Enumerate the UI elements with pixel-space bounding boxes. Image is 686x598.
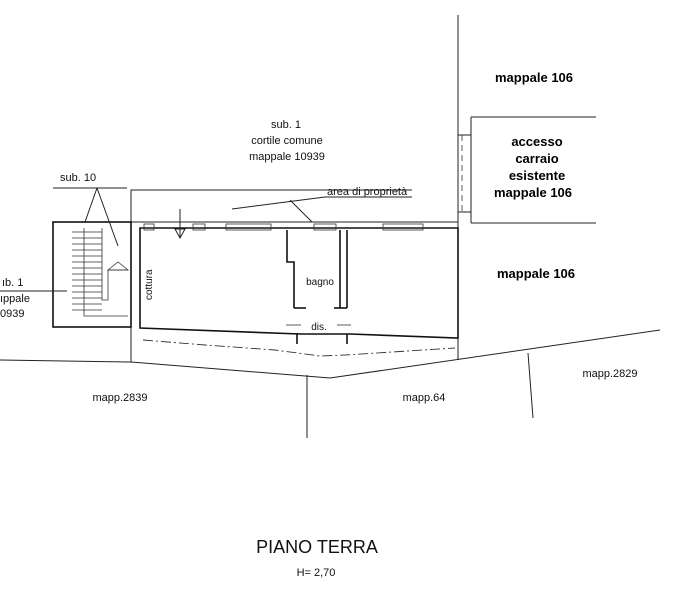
window-3 <box>382 223 424 231</box>
stair-treads <box>72 231 102 311</box>
label-accesso-2: carraio <box>515 151 558 166</box>
label-sub1-line3: mappale 10939 <box>249 151 325 163</box>
label-accesso-3: esistente <box>509 168 565 183</box>
label-dis: dis. <box>311 322 327 333</box>
label-bagno: bagno <box>306 277 334 288</box>
window-4 <box>192 223 206 231</box>
label-sub1-line1: sub. 1 <box>271 119 301 131</box>
label-cottura: cottura <box>144 269 155 300</box>
label-mappale-106-mid: mappale 106 <box>497 266 575 281</box>
label-left-cut-1: ıb. 1 <box>2 277 23 289</box>
stair-run-line <box>83 228 128 317</box>
label-left-cut-3: 0939 <box>0 308 24 320</box>
window-5 <box>143 223 155 231</box>
label-mapp-64: mapp.64 <box>403 392 446 404</box>
label-accesso-1: accesso <box>511 134 562 149</box>
house-outer-wall <box>139 227 459 339</box>
label-mapp-2839: mapp.2839 <box>92 392 147 404</box>
height-note: H= 2,70 <box>297 567 336 579</box>
label-mapp-2829: mapp.2829 <box>582 368 637 380</box>
label-mappale-106-top: mappale 106 <box>495 70 573 85</box>
stair-block <box>52 221 132 328</box>
sub10-leader-b <box>96 187 119 247</box>
label-sub10: sub. 10 <box>60 172 96 184</box>
lot-divider-2 <box>527 352 534 419</box>
bagno-wall-left <box>286 230 295 308</box>
label-area-proprieta: area di proprietà <box>327 186 408 198</box>
entry-arrow-icon <box>174 228 186 240</box>
ground-line <box>0 329 661 379</box>
drawing-title: PIANO TERRA <box>256 537 378 557</box>
window-1 <box>225 223 272 231</box>
area-proprieta-leader-1 <box>231 196 326 210</box>
stair-arrow-icon <box>106 261 130 271</box>
sub10-leader-a <box>84 187 98 223</box>
label-accesso-4: mappale 106 <box>494 185 572 200</box>
label-sub1-line2: cortile comune <box>251 135 323 147</box>
label-left-cut-2: ıppale <box>0 293 30 305</box>
window-2 <box>313 223 337 231</box>
dash-dot-line <box>142 339 456 357</box>
area-proprieta-leader-3 <box>289 199 313 223</box>
